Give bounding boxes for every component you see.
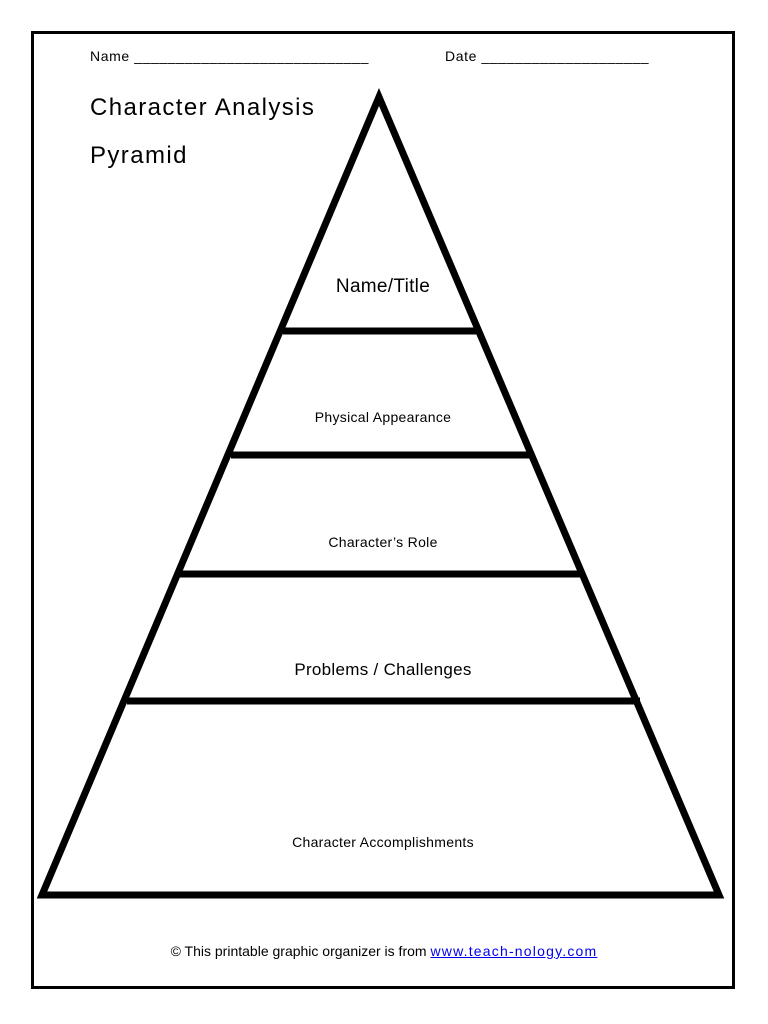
tier-label-character-accomplishments: Character Accomplishments [292,834,474,850]
name-field[interactable]: Name ____________________________ [90,48,370,64]
pyramid-outline [36,88,725,899]
date-field[interactable]: Date ____________________ [445,48,650,64]
footer-text: © This printable graphic organizer is fr… [170,943,431,959]
tier-label-characters-role: Character’s Role [328,534,438,550]
tier-label-problems-challenges: Problems / Challenges [294,660,472,679]
worksheet-border [31,31,735,989]
footer: © This printable graphic organizer is fr… [0,943,768,959]
page-title-line2: Pyramid [90,142,188,169]
page-title-line1: Character Analysis [90,94,316,121]
footer-link[interactable]: www.teach-nology.com [430,943,598,959]
tier-label-physical-appearance: Physical Appearance [314,409,452,425]
tier-label-name-title: Name/Title [335,276,431,297]
